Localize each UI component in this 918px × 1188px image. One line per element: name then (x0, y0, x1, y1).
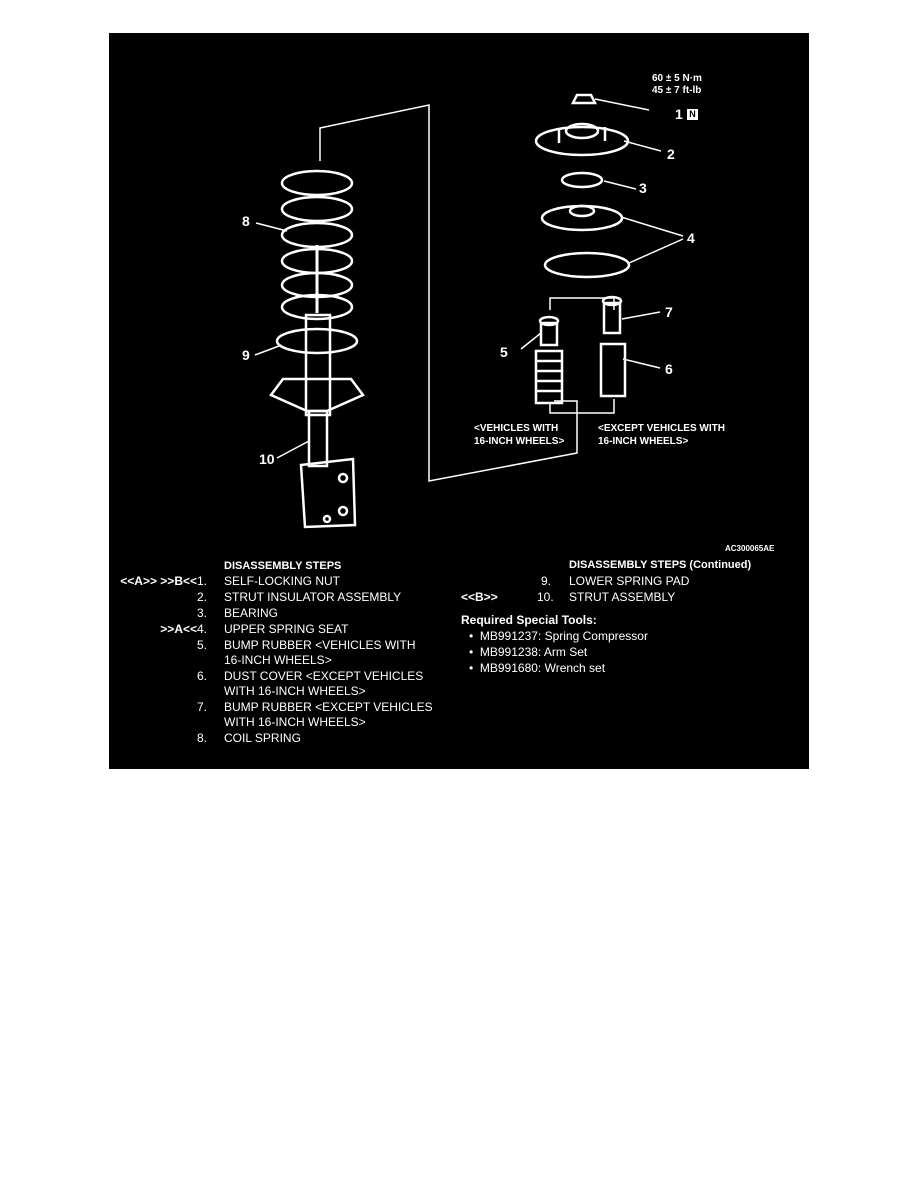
label-vehicles-16-line2: 16-INCH WHEELS> (474, 436, 565, 447)
callout-4: 4 (687, 230, 695, 246)
step-3-text: BEARING (224, 606, 279, 620)
tool-label: MB991680: Wrench set (479, 661, 606, 675)
step-10-code: <<B>> (461, 590, 498, 604)
callout-10: 10 (259, 451, 275, 467)
tool-item-3: • MB991680: Wrench set (469, 661, 606, 675)
upper-spring-seat-lower (543, 251, 631, 279)
step-10-text: STRUT ASSEMBLY (569, 590, 676, 604)
disassembly-title-continued: DISASSEMBLY STEPS (Continued) (569, 559, 752, 571)
step-6-num: 6. (197, 669, 208, 683)
figure-code: AC300065AE (725, 544, 775, 553)
lower-spring-pad (275, 327, 359, 355)
step-8-num: 8. (197, 731, 208, 745)
dust-cover-except-16in (599, 342, 627, 398)
tools-title: Required Special Tools: (461, 613, 597, 627)
upper-spring-seat (540, 204, 624, 232)
exploded-diagram-panel: 60 ± 5 N·m 45 ± 7 ft-lb 1 N 2 3 4 5 6 7 … (109, 33, 809, 769)
callout-5: 5 (500, 344, 508, 360)
step-6-text-2: WITH 16-INCH WHEELS> (224, 684, 366, 698)
step-2-text: STRUT INSULATOR ASSEMBLY (224, 590, 402, 604)
connector-line (319, 104, 578, 482)
strut-tube (307, 409, 329, 468)
tool-label: MB991238: Arm Set (479, 645, 588, 659)
disassembly-title: DISASSEMBLY STEPS (224, 560, 342, 572)
step-10-num: 10. (537, 590, 554, 604)
torque-nm: 60 ± 5 N·m (652, 73, 702, 84)
step-9-text: LOWER SPRING PAD (569, 574, 690, 588)
label-except-16-line2: 16-INCH WHEELS> (598, 436, 689, 447)
callout-7: 7 (665, 304, 673, 320)
dust-cover-16in (534, 349, 564, 405)
step-1-num: 1. (197, 574, 208, 588)
callout-9: 9 (242, 347, 250, 363)
step-7-text-2: WITH 16-INCH WHEELS> (224, 715, 366, 729)
step-7-num: 7. (197, 700, 208, 714)
strut-exploded-illustration (254, 93, 684, 529)
step-5-text-2: 16-INCH WHEELS> (224, 653, 332, 667)
torque-ftlb: 45 ± 7 ft-lb (652, 85, 702, 96)
label-vehicles-16-line1: <VEHICLES WITH (474, 423, 559, 434)
callout-2: 2 (667, 146, 675, 162)
strut-insulator (534, 125, 630, 157)
callout-6: 6 (665, 361, 673, 377)
callout-3: 3 (639, 180, 647, 196)
step-6-text: DUST COVER <EXCEPT VEHICLES (224, 669, 424, 683)
tool-label: MB991237: Spring Compressor (479, 629, 648, 643)
tool-item-1: • MB991237: Spring Compressor (469, 629, 648, 643)
step-3-num: 3. (197, 606, 208, 620)
bump-rubber-16in (538, 315, 560, 327)
bump-rubber-except-16in (601, 295, 623, 307)
step-9-num: 9. (541, 574, 552, 588)
callout-1: 1 (675, 106, 683, 122)
step-7-text: BUMP RUBBER <EXCEPT VEHICLES (224, 700, 433, 714)
callout-8: 8 (242, 213, 250, 229)
step-2-num: 2. (197, 590, 208, 604)
strut-body (304, 313, 332, 417)
knuckle-bracket (299, 457, 357, 529)
step-5-text: BUMP RUBBER <VEHICLES WITH (224, 638, 416, 652)
bearing (560, 171, 604, 189)
step-4-text: UPPER SPRING SEAT (224, 622, 349, 636)
step-code: >>A<< (160, 622, 197, 636)
self-locking-nut (570, 93, 598, 105)
step-1-text: SELF-LOCKING NUT (224, 574, 341, 588)
step-4-num: 4. (197, 622, 208, 636)
step-5-num: 5. (197, 638, 208, 652)
label-except-16-line1: <EXCEPT VEHICLES WITH (598, 423, 725, 434)
tool-item-2: • MB991238: Arm Set (469, 645, 588, 659)
new-part-badge: N (687, 109, 698, 120)
step-code: <<A>> >>B<< (120, 574, 197, 588)
lower-spring-seat (269, 377, 365, 413)
step-8-text: COIL SPRING (224, 731, 301, 745)
